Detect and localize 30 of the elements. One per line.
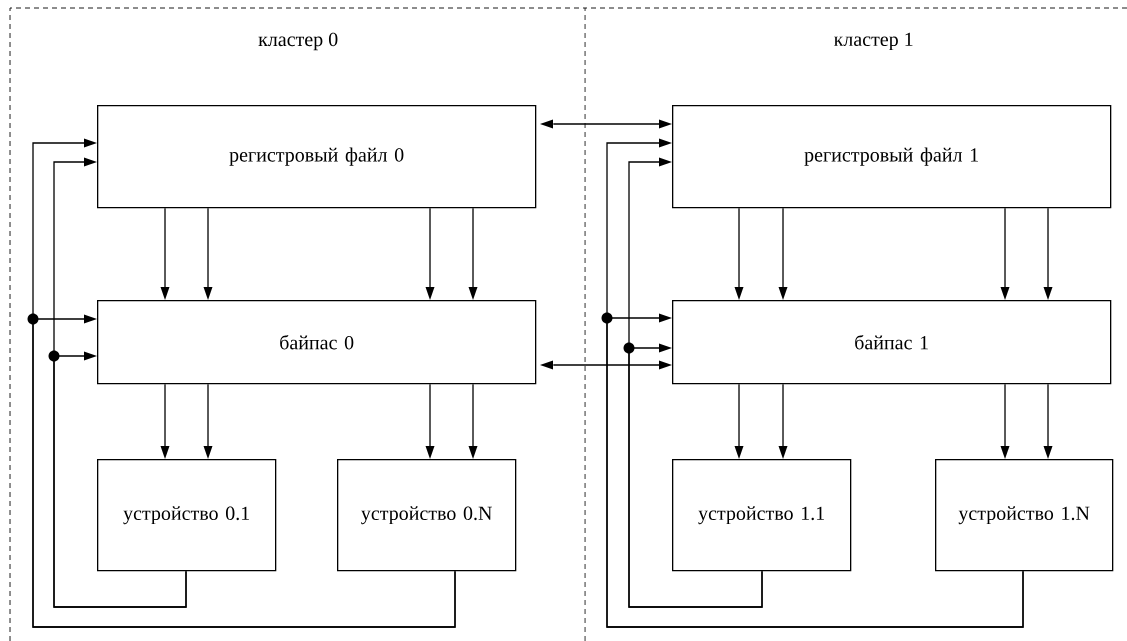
arrow <box>778 207 788 300</box>
arrow <box>540 119 672 129</box>
arrow <box>1000 383 1010 459</box>
arrow <box>425 383 435 459</box>
feedback-arrow <box>27 313 456 628</box>
arrow <box>1000 207 1010 300</box>
arrow <box>203 207 213 300</box>
bypass-box: байпас 1 <box>672 300 1112 385</box>
arrow <box>778 383 788 459</box>
arrow <box>160 207 170 300</box>
arrow <box>1043 207 1053 300</box>
arrow <box>468 383 478 459</box>
arrow <box>160 383 170 459</box>
arrow <box>540 360 672 370</box>
device-box: устройство 0.N <box>337 459 517 572</box>
feedback-arrow <box>623 342 763 608</box>
arrow <box>425 207 435 300</box>
register-file-box: регистровый файл 1 <box>672 105 1112 209</box>
arrow <box>203 383 213 459</box>
register-file-box: регистровый файл 0 <box>97 105 537 209</box>
arrow <box>734 383 744 459</box>
device-box: устройство 0.1 <box>97 459 277 572</box>
bypass-box: байпас 0 <box>97 300 537 385</box>
arrow <box>468 207 478 300</box>
feedback-arrow <box>48 350 187 608</box>
device-box: устройство 1.N <box>935 459 1114 572</box>
feedback-arrow <box>601 312 1024 628</box>
arrow <box>734 207 744 300</box>
arrow <box>1043 383 1053 459</box>
device-box: устройство 1.1 <box>672 459 852 572</box>
